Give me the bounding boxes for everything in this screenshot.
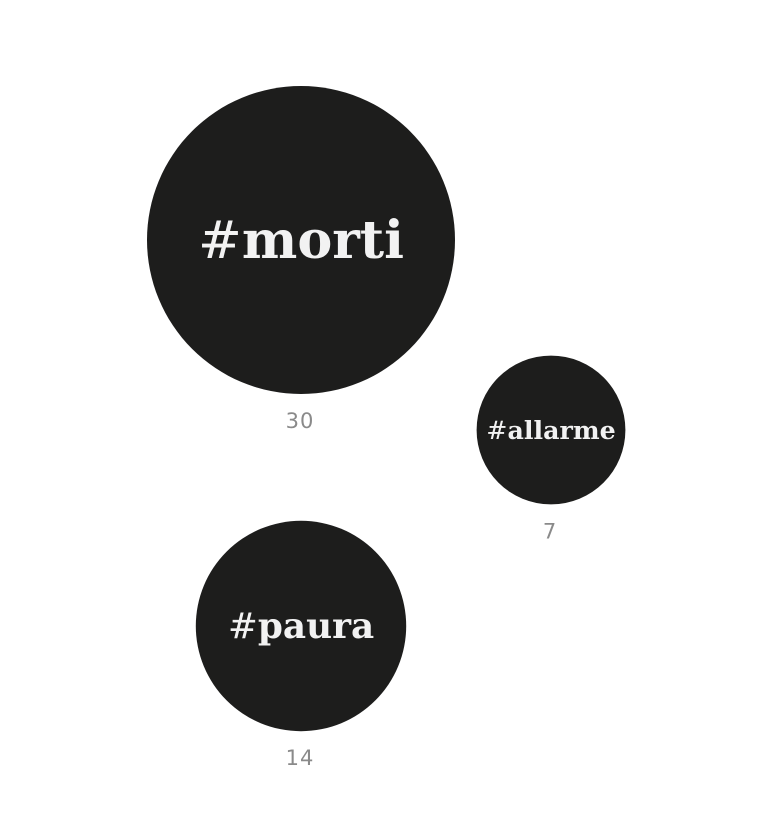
bubble-count-morti: 30 <box>286 409 315 433</box>
bubble-group-allarme: #allarme 7 <box>476 355 626 543</box>
bubble-label-prefix: # <box>198 210 242 271</box>
bubble-label-word: paura <box>258 605 374 647</box>
bubble-label-allarme: #allarme <box>486 415 615 445</box>
bubble-allarme <box>476 355 626 505</box>
bubble-label-prefix: # <box>228 606 258 647</box>
bubble-label-word: morti <box>242 210 404 271</box>
bubble-group-morti: #morti 30 <box>147 86 455 433</box>
bubble-group-paura: #paura 14 <box>195 520 407 770</box>
bubble-label-morti: #morti <box>198 210 404 271</box>
bubble-label-prefix: # <box>486 416 507 445</box>
bubble-count-paura: 14 <box>286 746 315 770</box>
bubble-morti <box>147 86 455 394</box>
bubble-count-allarme: 7 <box>543 519 557 543</box>
bubble-label-word: allarme <box>508 415 616 445</box>
bubble-label-paura: #paura <box>228 605 374 647</box>
bubble-paura <box>195 520 407 732</box>
